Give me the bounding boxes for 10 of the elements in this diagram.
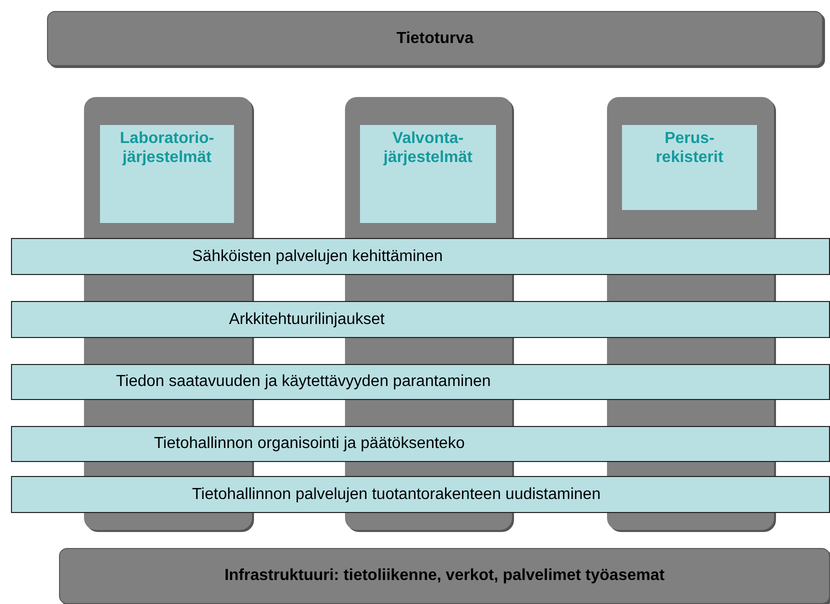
theme-band: Arkkitehtuurilinjaukset xyxy=(11,301,830,338)
theme-band: Tietohallinnon organisointi ja päätöksenteko xyxy=(11,426,830,462)
pillar-heading: Perus- rekisterit xyxy=(622,125,757,210)
pillar-heading: Laboratorio- järjestelmät xyxy=(100,125,234,223)
top-bar: Tietoturva xyxy=(47,11,823,66)
theme-band: Sähköisten palvelujen kehittäminen xyxy=(11,238,830,275)
theme-band: Tiedon saatavuuden ja käytettävyyden parantaminen xyxy=(11,364,830,400)
pillar-heading: Valvonta- järjestelmät xyxy=(360,125,496,223)
theme-band: Tietohallinnon palvelujen tuotantorakenteen uudistaminen xyxy=(11,476,830,513)
bottom-bar: Infrastruktuuri: tietoliikenne, verkot, palvelimet työasemat xyxy=(59,548,830,604)
